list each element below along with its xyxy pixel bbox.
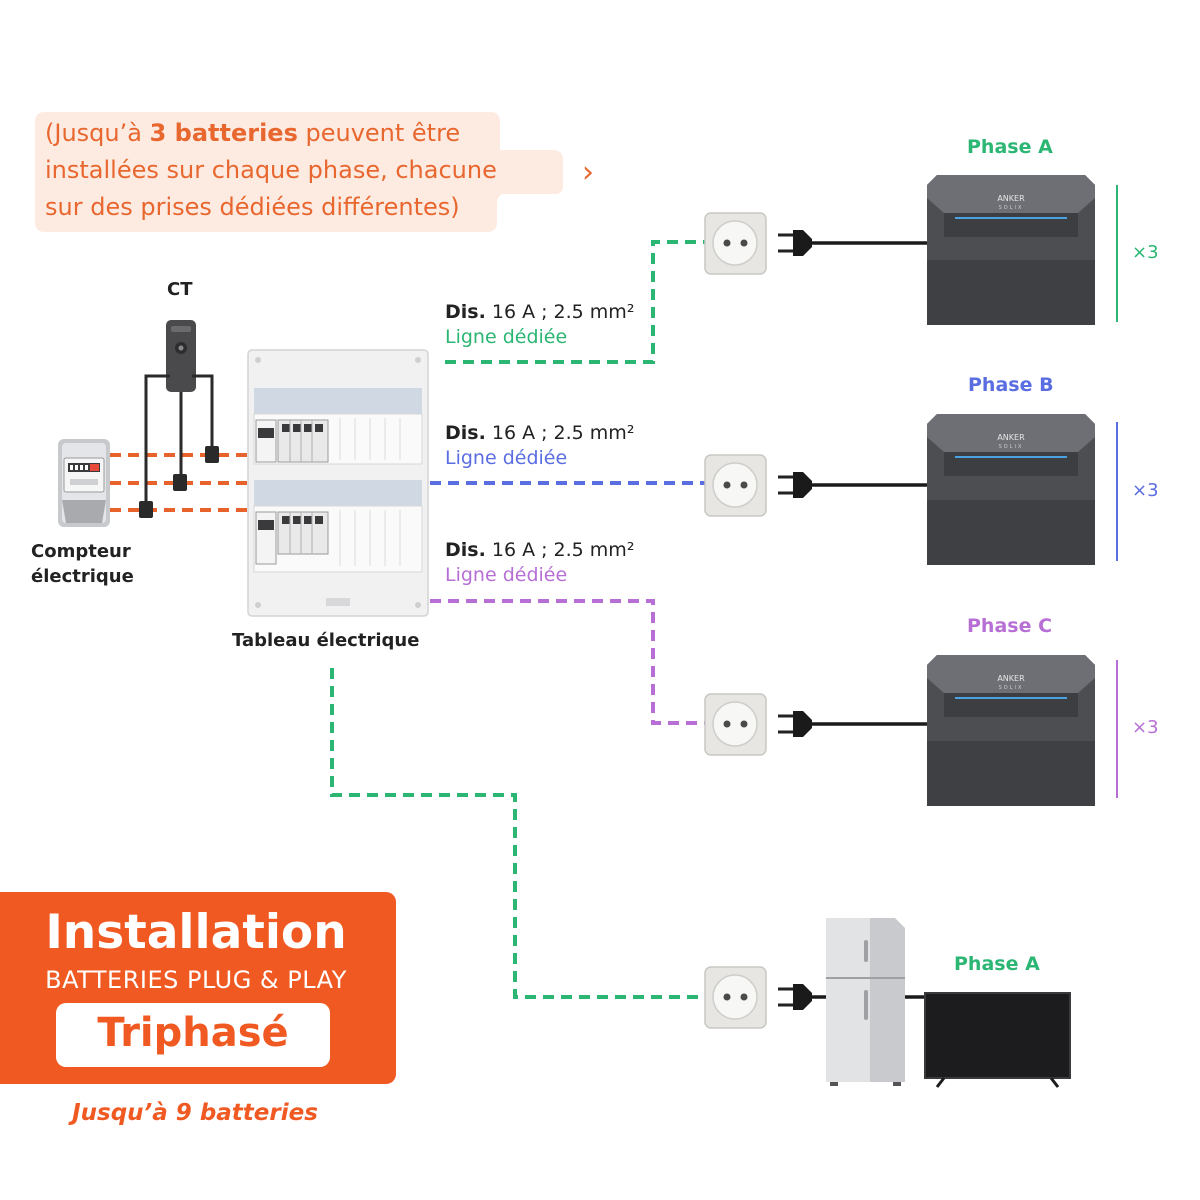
refrigerator-icon [826, 918, 905, 1086]
note-line-1-post: peuvent être [297, 119, 461, 147]
battery-c-brand: ANKER [997, 674, 1025, 683]
socket-phase-a-icon [704, 212, 767, 275]
plug-cable-phase-c [778, 711, 927, 737]
line-appliances [330, 668, 707, 999]
note-line-1-pre: (Jusqu’à [45, 119, 150, 147]
phase-c-title: Phase C [967, 615, 1053, 637]
battery-a-brand: ANKER [997, 194, 1025, 203]
cable-spec-c-value: 16 A ; 2.5 mm² [485, 539, 635, 561]
electrical-panel-icon [247, 349, 429, 617]
plug-cable-phase-b [778, 472, 927, 498]
plug-cable-phase-a [778, 230, 927, 256]
chevron-right-icon: › [582, 155, 594, 190]
battery-c-model: SOLIX [999, 685, 1024, 691]
promo-subtitle: BATTERIES PLUG & PLAY [45, 966, 347, 994]
cable-spec-b: Dis. 16 A ; 2.5 mm² [445, 421, 634, 446]
plug-cable-appliances [778, 984, 927, 1010]
promo-pill [56, 1003, 330, 1067]
line-phase-c [430, 599, 707, 725]
meter-label-line-2: électrique [31, 566, 134, 587]
phase-a-title: Phase A [967, 136, 1053, 158]
phase-b-title: Phase B [968, 374, 1054, 396]
battery-b-brand: ANKER [997, 433, 1025, 442]
socket-phase-c-icon [704, 693, 767, 756]
cable-line-c: Ligne dédiée [445, 564, 568, 586]
cable-line-a: Ligne dédiée [445, 326, 568, 348]
cable-spec-c-bold: Dis. [445, 539, 486, 561]
battery-phase-a-icon [927, 175, 1095, 325]
ct-sensor [139, 320, 219, 518]
meter-label-line-1: Compteur [31, 541, 131, 562]
note-line-1: (Jusqu’à 3 batteries peuvent être [45, 118, 460, 148]
note-background [35, 112, 563, 232]
ct-label: CT [167, 279, 193, 300]
electric-meter-icon [58, 439, 110, 527]
panel-label: Tableau électrique [232, 630, 420, 651]
cable-line-b: Ligne dédiée [445, 447, 568, 469]
cable-spec-b-value: 16 A ; 2.5 mm² [485, 422, 635, 444]
battery-b-model: SOLIX [999, 444, 1024, 450]
note-line-3: sur des prises dédiées différentes) [45, 193, 460, 221]
promo-footer: Jusqu’à 9 batteries [72, 1100, 318, 1126]
cable-spec-a: Dis. 16 A ; 2.5 mm² [445, 300, 634, 325]
phase-a-appliances-title: Phase A [954, 953, 1040, 975]
note-line-1-bold: 3 batteries [149, 119, 298, 147]
phase-a-count: ×3 [1132, 242, 1159, 263]
phase-c-count: ×3 [1132, 717, 1159, 738]
socket-appliances-icon [704, 966, 767, 1029]
note-line-2: installées sur chaque phase, chacune [45, 156, 497, 184]
battery-phase-b-icon [927, 414, 1095, 565]
battery-a-model: SOLIX [999, 205, 1024, 211]
battery-phase-c-icon [927, 655, 1095, 806]
promo-title: Installation [45, 905, 347, 960]
cable-spec-a-value: 16 A ; 2.5 mm² [485, 301, 635, 323]
cable-spec-a-bold: Dis. [445, 301, 486, 323]
cable-spec-b-bold: Dis. [445, 422, 486, 444]
phase-b-count: ×3 [1132, 480, 1159, 501]
cable-spec-c: Dis. 16 A ; 2.5 mm² [445, 538, 634, 563]
television-icon [924, 992, 1071, 1088]
promo-pill-text: Triphasé [97, 1010, 289, 1056]
socket-phase-b-icon [704, 454, 767, 517]
